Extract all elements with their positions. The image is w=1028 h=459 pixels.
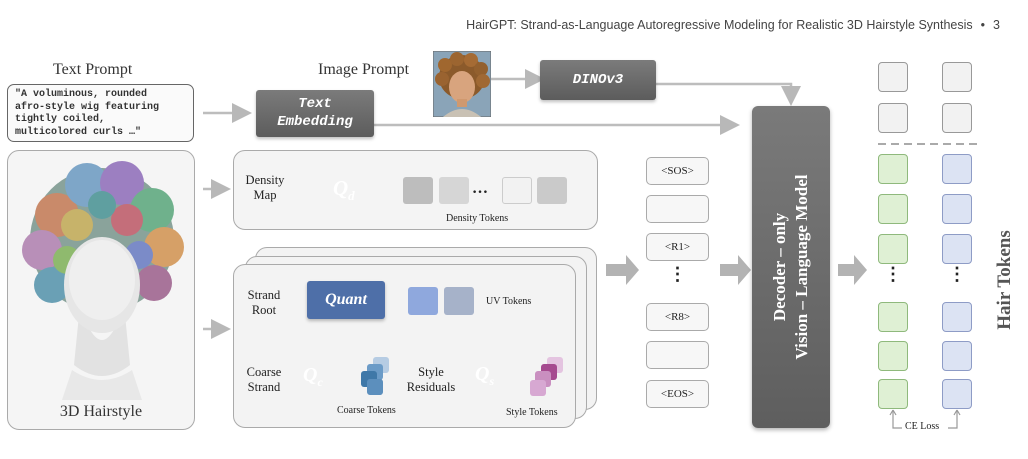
dinov3-block: DINOv3 xyxy=(540,60,656,100)
hair-tokens-label-wrap: Hair Tokens xyxy=(985,140,1025,420)
hair-token-vdots: ⋮ xyxy=(884,264,902,284)
density-token xyxy=(439,177,469,204)
qd-label: Qd xyxy=(333,176,355,204)
qd-letter: Q xyxy=(333,176,349,200)
coarse-tokens-label: Coarse Tokens xyxy=(337,405,396,416)
portrait-image xyxy=(433,51,491,117)
hair-token-input xyxy=(878,302,908,332)
style-token xyxy=(530,380,546,396)
seq-empty xyxy=(646,195,709,223)
text-prompt-box: "A voluminous, rounded afro-style wig fe… xyxy=(7,84,194,142)
text-embedding-block: Text Embedding xyxy=(256,90,374,137)
hair-token-prompt xyxy=(942,62,972,92)
density-tokens-label: Density Tokens xyxy=(446,213,509,224)
qs-subscript: s xyxy=(489,374,495,388)
seq-r8: <R8> xyxy=(646,303,709,331)
hairstyle-render xyxy=(22,161,184,400)
density-token xyxy=(502,177,532,204)
arrow-dinov3-to-decoder xyxy=(656,82,801,106)
hair-token-prompt xyxy=(878,62,908,92)
strand-root-line2: Root xyxy=(251,303,277,317)
ce-loss-bracket xyxy=(889,409,961,429)
qd-subscript: d xyxy=(348,188,355,204)
block-arrow-to-decoder xyxy=(720,255,751,285)
hair-token-target xyxy=(942,379,972,409)
hair-tokens-label: Hair Tokens xyxy=(994,230,1015,330)
hairstyle-label: 3D Hairstyle xyxy=(59,403,143,420)
decoder-line1: Decoder – only xyxy=(770,212,789,322)
uv-token xyxy=(408,287,438,315)
hair-token-prompt xyxy=(878,103,908,133)
qs-label: Qs xyxy=(475,363,494,389)
hair-token-input xyxy=(878,154,908,184)
seq-sos: <SOS> xyxy=(646,157,709,185)
quant-block: Quant xyxy=(307,281,385,319)
hair-token-input xyxy=(878,234,908,264)
ce-loss-label: CE Loss xyxy=(905,421,940,432)
image-prompt-title: Image Prompt xyxy=(318,61,410,78)
text-prompt-title: Text Prompt xyxy=(53,61,133,78)
text-embedding-line1: Text xyxy=(298,96,332,112)
decoder-label: Decoder – only Vision – Language Model xyxy=(769,175,813,360)
coarse-strand-line1: Coarse xyxy=(246,365,282,379)
uv-tokens-label: UV Tokens xyxy=(486,296,532,307)
strand-root-line1: Strand xyxy=(247,288,281,302)
style-tokens-label: Style Tokens xyxy=(506,407,558,418)
block-arrow-to-sequence xyxy=(606,255,639,285)
qc-subscript: c xyxy=(317,375,323,389)
style-residuals-line2: Residuals xyxy=(406,380,456,394)
header-separator: • xyxy=(980,18,986,32)
seq-eos: <EOS> xyxy=(646,380,709,408)
hair-token-prompt xyxy=(942,103,972,133)
density-token xyxy=(537,177,567,204)
block-arrow-to-tokens xyxy=(838,255,867,285)
qc-label: Qc xyxy=(303,364,323,390)
coarse-strand-line2: Strand xyxy=(247,380,281,394)
running-header: HairGPT: Strand-as-Language Autoregressi… xyxy=(0,18,1000,32)
text-embedding-line2: Embedding xyxy=(277,114,353,130)
qc-letter: Q xyxy=(303,364,318,386)
density-map-line2: Map xyxy=(253,188,277,202)
page-number: 3 xyxy=(993,18,1000,32)
hair-token-input xyxy=(878,341,908,371)
style-residuals-line1: Style xyxy=(418,365,444,379)
hair-token-vdots: ⋮ xyxy=(948,264,966,284)
hair-token-target xyxy=(942,194,972,224)
style-residuals-label: Style Residuals xyxy=(402,365,460,395)
uv-token xyxy=(444,287,474,315)
coarse-token xyxy=(367,379,383,395)
hair-token-input xyxy=(878,379,908,409)
decoder-block: Decoder – only Vision – Language Model xyxy=(752,106,830,428)
strand-panel-front xyxy=(233,264,576,428)
strand-root-label: Strand Root xyxy=(244,288,284,318)
coarse-strand-label: Coarse Strand xyxy=(244,365,284,395)
density-dots: … xyxy=(472,180,488,197)
seq-vdots: ⋮ xyxy=(668,264,687,284)
seq-empty xyxy=(646,341,709,369)
hair-token-target xyxy=(942,341,972,371)
density-map-line1: Density xyxy=(245,173,285,187)
hair-token-target xyxy=(942,234,972,264)
density-map-label: Density Map xyxy=(244,173,286,203)
qs-letter: Q xyxy=(475,363,490,385)
running-title: HairGPT: Strand-as-Language Autoregressi… xyxy=(466,18,973,32)
hair-token-input xyxy=(878,194,908,224)
density-token xyxy=(403,177,433,204)
decoder-line2: Vision – Language Model xyxy=(792,174,811,360)
hair-token-target xyxy=(942,154,972,184)
seq-r1: <R1> xyxy=(646,233,709,261)
hair-token-target xyxy=(942,302,972,332)
